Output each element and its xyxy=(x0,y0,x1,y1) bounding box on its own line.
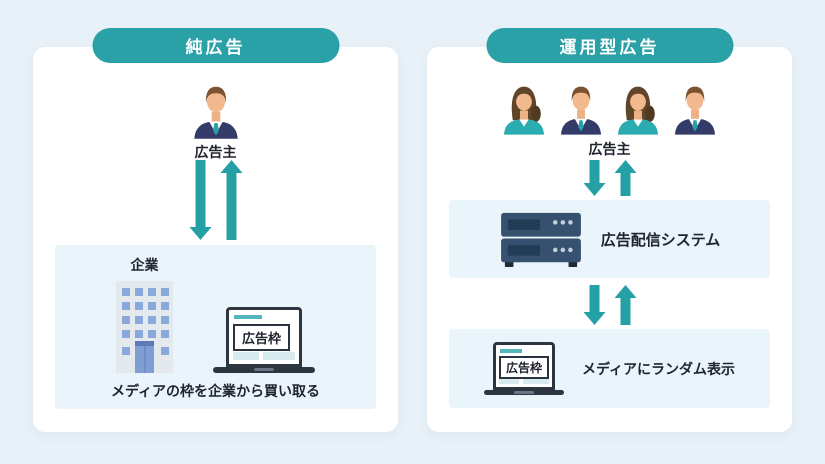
businessman-icon xyxy=(557,83,605,135)
programmatic-ads-title: 運用型広告 xyxy=(486,28,733,63)
down-arrow-icon xyxy=(583,160,605,196)
businessman-icon xyxy=(190,83,242,139)
screen-content-block xyxy=(498,378,519,384)
company-figures: 企業 xyxy=(69,255,362,373)
up-arrow-icon xyxy=(220,160,242,240)
company-label: 企業 xyxy=(130,258,159,274)
company-figure: 企業 xyxy=(116,255,173,373)
pure-ads-title: 純広告 xyxy=(92,28,339,63)
media-display-label: メディアにランダム表示 xyxy=(581,361,736,378)
screen-content-block xyxy=(233,352,259,360)
laptop-base xyxy=(483,390,564,395)
exchange-arrows xyxy=(189,160,242,240)
server-icon xyxy=(499,211,583,268)
screen-header-bar xyxy=(234,315,262,319)
up-arrow-icon xyxy=(614,285,636,325)
ad-system-box: 広告配信システム xyxy=(449,200,770,278)
up-arrow-icon xyxy=(614,160,636,196)
down-arrow-icon xyxy=(189,160,211,240)
pure-ads-panel: 純広告 広告主 xyxy=(33,28,398,432)
laptop-base xyxy=(213,367,315,373)
ad-slot-label: 広告枠 xyxy=(498,356,549,379)
laptop-icon: 広告枠 xyxy=(483,342,564,395)
advertiser-figure: 広告主 xyxy=(33,83,398,162)
ad-system-label: 広告配信システム xyxy=(600,230,721,249)
laptop-screen: 広告枠 xyxy=(226,307,302,367)
advertisers-group xyxy=(427,83,792,135)
screen-content-block xyxy=(522,378,549,384)
down-arrow-icon xyxy=(583,285,605,325)
exchange-arrows xyxy=(583,285,636,325)
exchange-arrows xyxy=(583,160,636,196)
ad-slot-label: 広告枠 xyxy=(233,324,291,351)
programmatic-ads-panel: 運用型広告 xyxy=(427,28,792,432)
laptop-screen: 広告枠 xyxy=(492,342,555,390)
businesswoman-icon xyxy=(500,83,548,135)
advertiser-label: 広告主 xyxy=(194,145,237,161)
businesswoman-icon xyxy=(614,83,662,135)
company-box: 企業 xyxy=(55,245,376,409)
purchase-caption: メディアの枠を企業から買い取る xyxy=(110,384,321,400)
screen-header-bar xyxy=(499,349,522,353)
office-building-icon xyxy=(116,281,173,373)
media-box: 広告枠 メディアにランダム表示 xyxy=(449,329,770,408)
advertiser-label: 広告主 xyxy=(588,142,631,158)
businessman-icon xyxy=(671,83,719,135)
laptop-icon: 広告枠 xyxy=(213,307,315,373)
screen-content-block xyxy=(263,352,295,360)
